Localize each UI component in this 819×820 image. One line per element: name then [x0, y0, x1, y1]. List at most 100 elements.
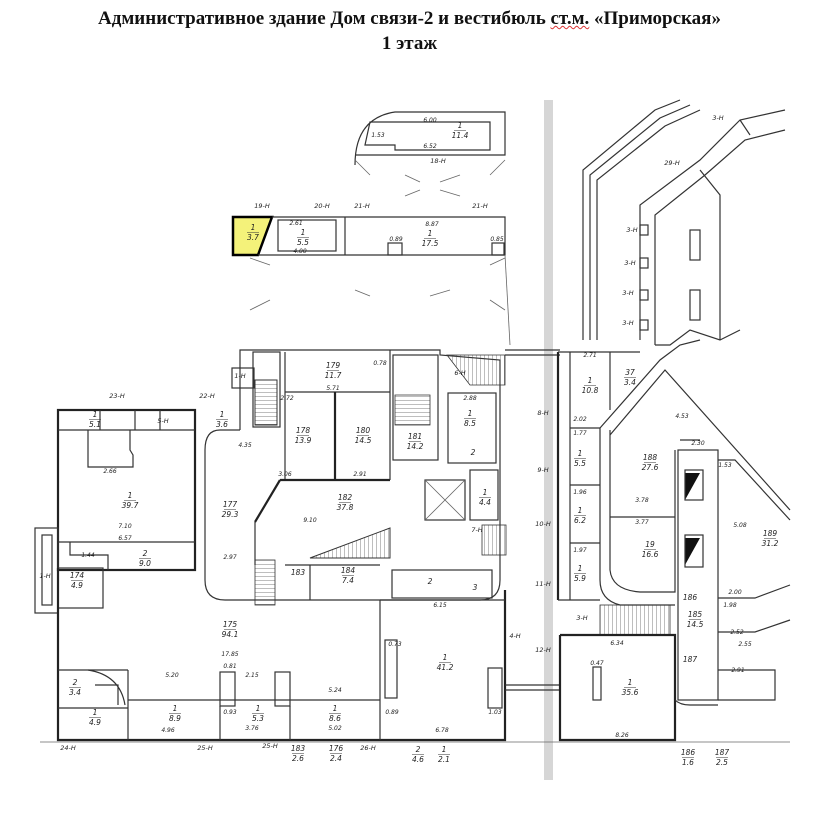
room-area: 16.6 [642, 550, 659, 559]
room-area: 8.5 [464, 419, 476, 428]
room-number: 1 [443, 653, 448, 662]
room-number: 175 [223, 620, 238, 629]
dimension-label: 5.24 [328, 687, 342, 694]
room-number: 1 [578, 449, 583, 458]
room-area: 3.6 [216, 420, 228, 429]
room-number: 183 [291, 744, 306, 753]
dimension-label: 3.78 [635, 497, 649, 504]
dimension-label: 0.85 [490, 236, 504, 243]
dimension-label: 6.15 [433, 602, 447, 609]
exit-label: 21-Н [354, 202, 370, 210]
room-area: 8.9 [169, 714, 181, 723]
room-area: 14.2 [407, 442, 424, 451]
room-number: 37 [625, 368, 635, 377]
room-area: 3.4 [624, 378, 636, 387]
room-number: 1 [578, 564, 583, 573]
dimension-label: 0.81 [223, 663, 236, 670]
room-number: 187 [715, 748, 730, 757]
plan-title: Административное здание Дом связи-2 и ве… [0, 8, 819, 30]
exit-label: 5-Н [157, 417, 168, 425]
dimension-label: 2.00 [728, 589, 742, 596]
dimension-label: 1.44 [81, 552, 95, 559]
exit-label: 25-Н [262, 742, 278, 750]
dimension-label: 0.89 [385, 709, 399, 716]
room-area: 4.9 [89, 718, 101, 727]
room-number: 1 [93, 410, 98, 419]
dimension-label: 2.71 [583, 352, 596, 359]
dimension-label: 3.06 [278, 471, 292, 478]
main-building [34, 349, 507, 742]
dimension-label: 4.96 [161, 727, 175, 734]
room-number: 177 [223, 500, 238, 509]
room-mark: 2 [428, 577, 433, 586]
dimension-label: 1.03 [488, 709, 502, 716]
floor-label: 1 этаж [381, 33, 438, 54]
exit-label: 19-Н [254, 202, 270, 210]
dimension-label: 2.97 [223, 554, 237, 561]
staircase [309, 527, 391, 559]
dimension-label: 2.15 [245, 672, 259, 679]
dimension-label: 1.97 [573, 547, 587, 554]
exit-label: 3-Н [622, 319, 633, 327]
strip-building [231, 215, 511, 346]
room-area: 5.5 [297, 238, 309, 247]
room-area: 29.3 [222, 510, 239, 519]
top-right-wing [582, 99, 786, 346]
room-area: 4.9 [71, 581, 83, 590]
room-number: 2 [416, 745, 421, 754]
dimension-label: 2.91 [353, 471, 366, 478]
dimension-label: 5.02 [328, 725, 342, 732]
room-number: 2 [73, 678, 78, 687]
room-number: 180 [356, 426, 371, 435]
room-area: 3.4 [69, 688, 81, 697]
exit-label: 3-Н [576, 614, 587, 622]
room-area: 5.1 [89, 420, 101, 429]
room-number: 1 [428, 229, 433, 238]
room-area: 5.9 [574, 574, 586, 583]
dimension-label: 1.53 [718, 462, 732, 469]
dimension-label: 2.30 [691, 440, 705, 447]
room-number: 1 [128, 491, 133, 500]
dimension-label: 2.52 [730, 629, 744, 636]
dimension-label: 5.71 [326, 385, 339, 392]
room-number: 189 [763, 529, 778, 538]
exit-label: 3-Н [622, 289, 633, 297]
dimension-label: 0.78 [373, 360, 387, 367]
dimension-label: 1.96 [573, 489, 587, 496]
room-area: 14.5 [687, 620, 704, 629]
room-area: 10.8 [582, 386, 599, 395]
room-area: 13.9 [295, 436, 312, 445]
dimension-label: 6.78 [435, 727, 449, 734]
room-number: 1 [220, 410, 225, 419]
dimension-label: 2.88 [463, 395, 477, 402]
room-number: 1 [93, 708, 98, 717]
dimension-label: 2.66 [103, 468, 117, 475]
room-number: 186 [681, 748, 696, 757]
dimension-label: 2.55 [738, 641, 752, 648]
room-area: 7.4 [342, 576, 354, 585]
dimension-label: 8.26 [615, 732, 629, 739]
dimension-label: 0.93 [223, 709, 237, 716]
room-area: 37.8 [337, 503, 354, 512]
exit-label: 3-Н [626, 226, 637, 234]
room-area: 94.1 [222, 630, 239, 639]
room-number: 1 [442, 745, 447, 754]
dimension-label: 17.85 [221, 651, 238, 658]
dimension-label: 2.02 [573, 416, 587, 423]
exit-label: 3-Н [624, 259, 635, 267]
room-area: 5.3 [252, 714, 264, 723]
exit-label: 26-Н [360, 744, 376, 752]
dimension-label: 5.20 [165, 672, 179, 679]
room-mark: 3 [473, 583, 478, 592]
dimension-label: 1.53 [371, 132, 385, 139]
room-mark: 186 [683, 593, 698, 602]
dimension-label: 6.00 [423, 117, 437, 124]
dimension-label: 3.76 [245, 725, 259, 732]
title-part: Административное здание Дом связи-2 и ве… [98, 8, 551, 29]
room-number: 182 [338, 493, 353, 502]
room-number: 1 [301, 228, 306, 237]
room-area: 8.6 [329, 714, 341, 723]
room-mark: 187 [683, 655, 698, 664]
exit-label: 7-Н [471, 526, 482, 534]
room-number: 2 [143, 549, 148, 558]
